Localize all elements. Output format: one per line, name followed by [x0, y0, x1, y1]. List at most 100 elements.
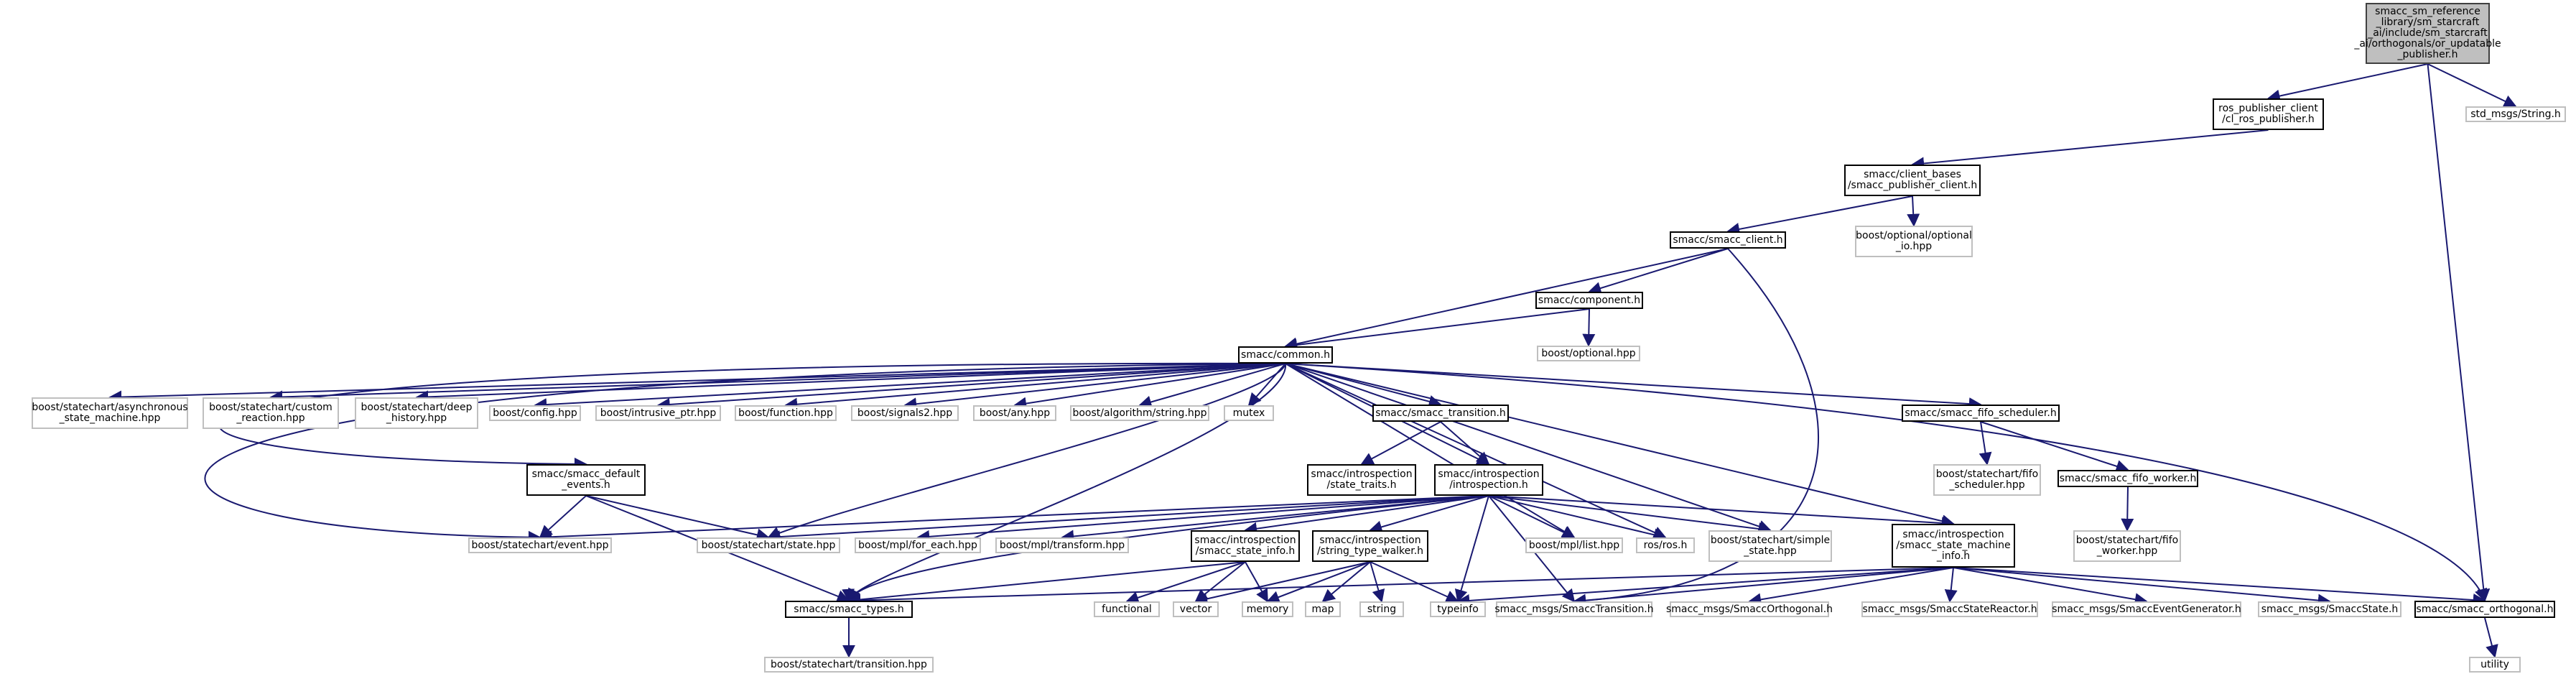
node-msg-state-reactor: smacc_msgs/SmaccStateReactor.h	[1861, 601, 2038, 617]
edge-common-to-alg_string	[1138, 363, 1286, 409]
node-smacc-client[interactable]: smacc/smacc_client.h	[1670, 231, 1786, 249]
edge-fifo_worker-to-fifo_worker_hpp	[2121, 486, 2134, 532]
edge-smacc_transition-to-state_traits	[1360, 421, 1441, 465]
node-mutex: mutex	[1224, 405, 1274, 421]
edge-smacc_client-to-common	[1284, 248, 1729, 351]
edge-sm_info-to-state_reactor_msg	[1944, 567, 1958, 603]
edge-smacc_orthogonal-to-utility	[2484, 617, 2498, 658]
node-smacc-state-info[interactable]: smacc/introspection /smacc_state_info.h	[1191, 530, 1300, 562]
node-ros: ros/ros.h	[1636, 537, 1695, 553]
node-std-msgs-string: std_msgs/String.h	[2465, 106, 2566, 122]
edge-introspection-to-simple_state	[1488, 495, 1772, 535]
edge-state_info-to-smacc_types	[847, 561, 1246, 606]
edge-default_events-to-event	[539, 495, 587, 539]
node-state-traits[interactable]: smacc/introspection /state_traits.h	[1307, 464, 1416, 496]
edge-common-to-async_sm	[108, 363, 1286, 404]
edge-smacc_transition-to-introspection	[1440, 421, 1490, 466]
edge-root-to-smacc_orthogonal	[2427, 63, 2491, 602]
edge-state_info-to-memory	[1245, 561, 1268, 603]
edge-fifo_scheduler-to-sc_fifo_scheduler	[1979, 421, 1992, 466]
edge-fifo_scheduler-to-fifo_worker	[1980, 421, 2129, 473]
edge-common-to-any	[1013, 363, 1286, 410]
edge-introspection-to-string_type_walker	[1369, 495, 1489, 534]
edge-common-to-smacc_orthogonal	[1285, 363, 2488, 602]
node-boost-mpl-for-each: boost/mpl/for_each.hpp	[855, 537, 981, 553]
node-boost-simple-state: boost/statechart/simple _state.hpp	[1708, 530, 1832, 562]
edge-smacc_publisher_client-to-smacc_client	[1726, 195, 1913, 236]
edge-introspection-to-sm_info	[1488, 495, 1955, 530]
edge-introspection-to-ros	[1488, 495, 1667, 542]
edge-common-to-mpl_list	[1285, 363, 1576, 538]
node-msg-smacc-transition: smacc_msgs/SmaccTransition.h	[1494, 601, 1654, 617]
node-boost-any: boost/any.hpp	[973, 405, 1056, 421]
edge-introspection-to-state	[767, 495, 1489, 544]
node-map: map	[1305, 601, 1341, 617]
node-string-type-walker[interactable]: smacc/introspection /string_type_walker.…	[1312, 530, 1428, 562]
node-smacc-fifo-worker[interactable]: smacc/smacc_fifo_worker.h	[2057, 470, 2198, 487]
edge-common-to-simple_state	[1285, 363, 1772, 533]
node-boost-optional: boost/optional.hpp	[1537, 346, 1640, 361]
node-msg-smacc-state: smacc_msgs/SmaccState.h	[2258, 601, 2401, 617]
node-smacc-types[interactable]: smacc/smacc_types.h	[785, 601, 913, 618]
edge-string_type_walker-to-string	[1370, 561, 1385, 603]
edge-common-to-event	[204, 363, 1286, 544]
edge-common-to-state	[767, 363, 1286, 539]
node-boost-signals2: boost/signals2.hpp	[851, 405, 959, 421]
node-smacc-component[interactable]: smacc/component.h	[1535, 292, 1643, 309]
node-msg-smacc-orthogonal: smacc_msgs/SmaccOrthogonal.h	[1666, 601, 1833, 617]
edge-introspection-to-mpl_list	[1488, 495, 1576, 538]
edge-sm_info-to-event_generator_msg	[1953, 567, 2148, 606]
node-boost-optional-io: boost/optional/optional _io.hpp	[1855, 226, 1973, 257]
node-introspection[interactable]: smacc/introspection /introspection.h	[1434, 464, 1543, 496]
node-smacc-fifo-scheduler[interactable]: smacc/smacc_fifo_scheduler.h	[1902, 405, 2060, 422]
node-boost-fifo-worker: boost/statechart/fifo _worker.hpp	[2073, 530, 2181, 562]
edge-root-to-cl_ros_publisher	[2266, 63, 2428, 103]
node-cl-ros-publisher[interactable]: ros_publisher_client /cl_ros_publisher.h	[2213, 98, 2324, 130]
node-boost-config: boost/config.hpp	[489, 405, 581, 421]
node-boost-event: boost/statechart/event.hpp	[468, 537, 612, 553]
node-boost-transition: boost/statechart/transition.hpp	[764, 657, 934, 673]
edge-sm_info-to-smacc_orthogonal_msg	[1748, 567, 1954, 606]
node-boost-deep-history: boost/statechart/deep _history.hpp	[355, 397, 478, 429]
node-boost-state: boost/statechart/state.hpp	[697, 537, 840, 553]
node-smacc-common[interactable]: smacc/common.h	[1238, 346, 1333, 364]
edge-common-to-smacc_types	[842, 363, 1287, 602]
edge-smacc_client-to-smacc_transition_msg	[1573, 248, 1819, 607]
node-utility: utility	[2469, 657, 2521, 673]
edge-sm_info-to-smacc_orthogonal	[1953, 567, 2486, 606]
edge-sm_info-to-state_msg	[1953, 567, 2331, 607]
edge-introspection-to-event	[539, 495, 1489, 544]
node-smacc-orthogonal[interactable]: smacc/smacc_orthogonal.h	[2414, 601, 2555, 618]
node-vector: vector	[1173, 601, 1219, 617]
node-boost-async-state-machine: boost/statechart/asynchronous _state_mac…	[32, 397, 188, 429]
edge-string_type_walker-to-vector	[1194, 561, 1371, 606]
edge-common-to-signals2	[903, 363, 1286, 411]
edge-state_info-to-functional	[1125, 561, 1246, 604]
node-root-header[interactable]: smacc_sm_reference _library/sm_starcraft…	[2354, 3, 2501, 64]
edge-introspection-to-typeinfo	[1454, 495, 1489, 603]
node-state-machine-info[interactable]: smacc/introspection /smacc_state_machine…	[1892, 524, 2015, 568]
node-smacc-default-events[interactable]: smacc/smacc_default _events.h	[526, 464, 646, 496]
edge-default_events-to-state	[585, 495, 770, 542]
edge-common-to-fifo_scheduler	[1285, 363, 1982, 411]
node-smacc-publisher-client[interactable]: smacc/client_bases /smacc_publisher_clie…	[1844, 165, 1981, 196]
edge-string_type_walker-to-typeinfo	[1370, 561, 1459, 603]
edge-introspection-to-smacc_types	[848, 495, 1489, 602]
node-boost-custom-reaction: boost/statechart/custom _reaction.hpp	[203, 397, 339, 429]
edge-common-to-function	[784, 363, 1286, 411]
edge-root-to-std_string	[2427, 63, 2517, 108]
node-smacc-transition[interactable]: smacc/smacc_transition.h	[1372, 405, 1509, 422]
node-boost-function: boost/function.hpp	[735, 405, 837, 421]
node-functional: functional	[1094, 601, 1160, 617]
edge-common-to-intrusive_ptr	[656, 363, 1286, 411]
edge-smacc_publisher_client-to-optional_io	[1907, 195, 1920, 227]
node-typeinfo: typeinfo	[1430, 601, 1486, 617]
edge-string_type_walker-to-memory	[1266, 561, 1371, 604]
node-boost-intrusive-ptr: boost/intrusive_ptr.hpp	[595, 405, 721, 421]
edge-common-to-ros	[1285, 363, 1667, 539]
edge-sm_info-to-smacc_types	[847, 567, 1954, 607]
node-boost-mpl-list: boost/mpl/list.hpp	[1525, 537, 1623, 553]
edge-common-to-sm_info	[1285, 363, 1955, 527]
